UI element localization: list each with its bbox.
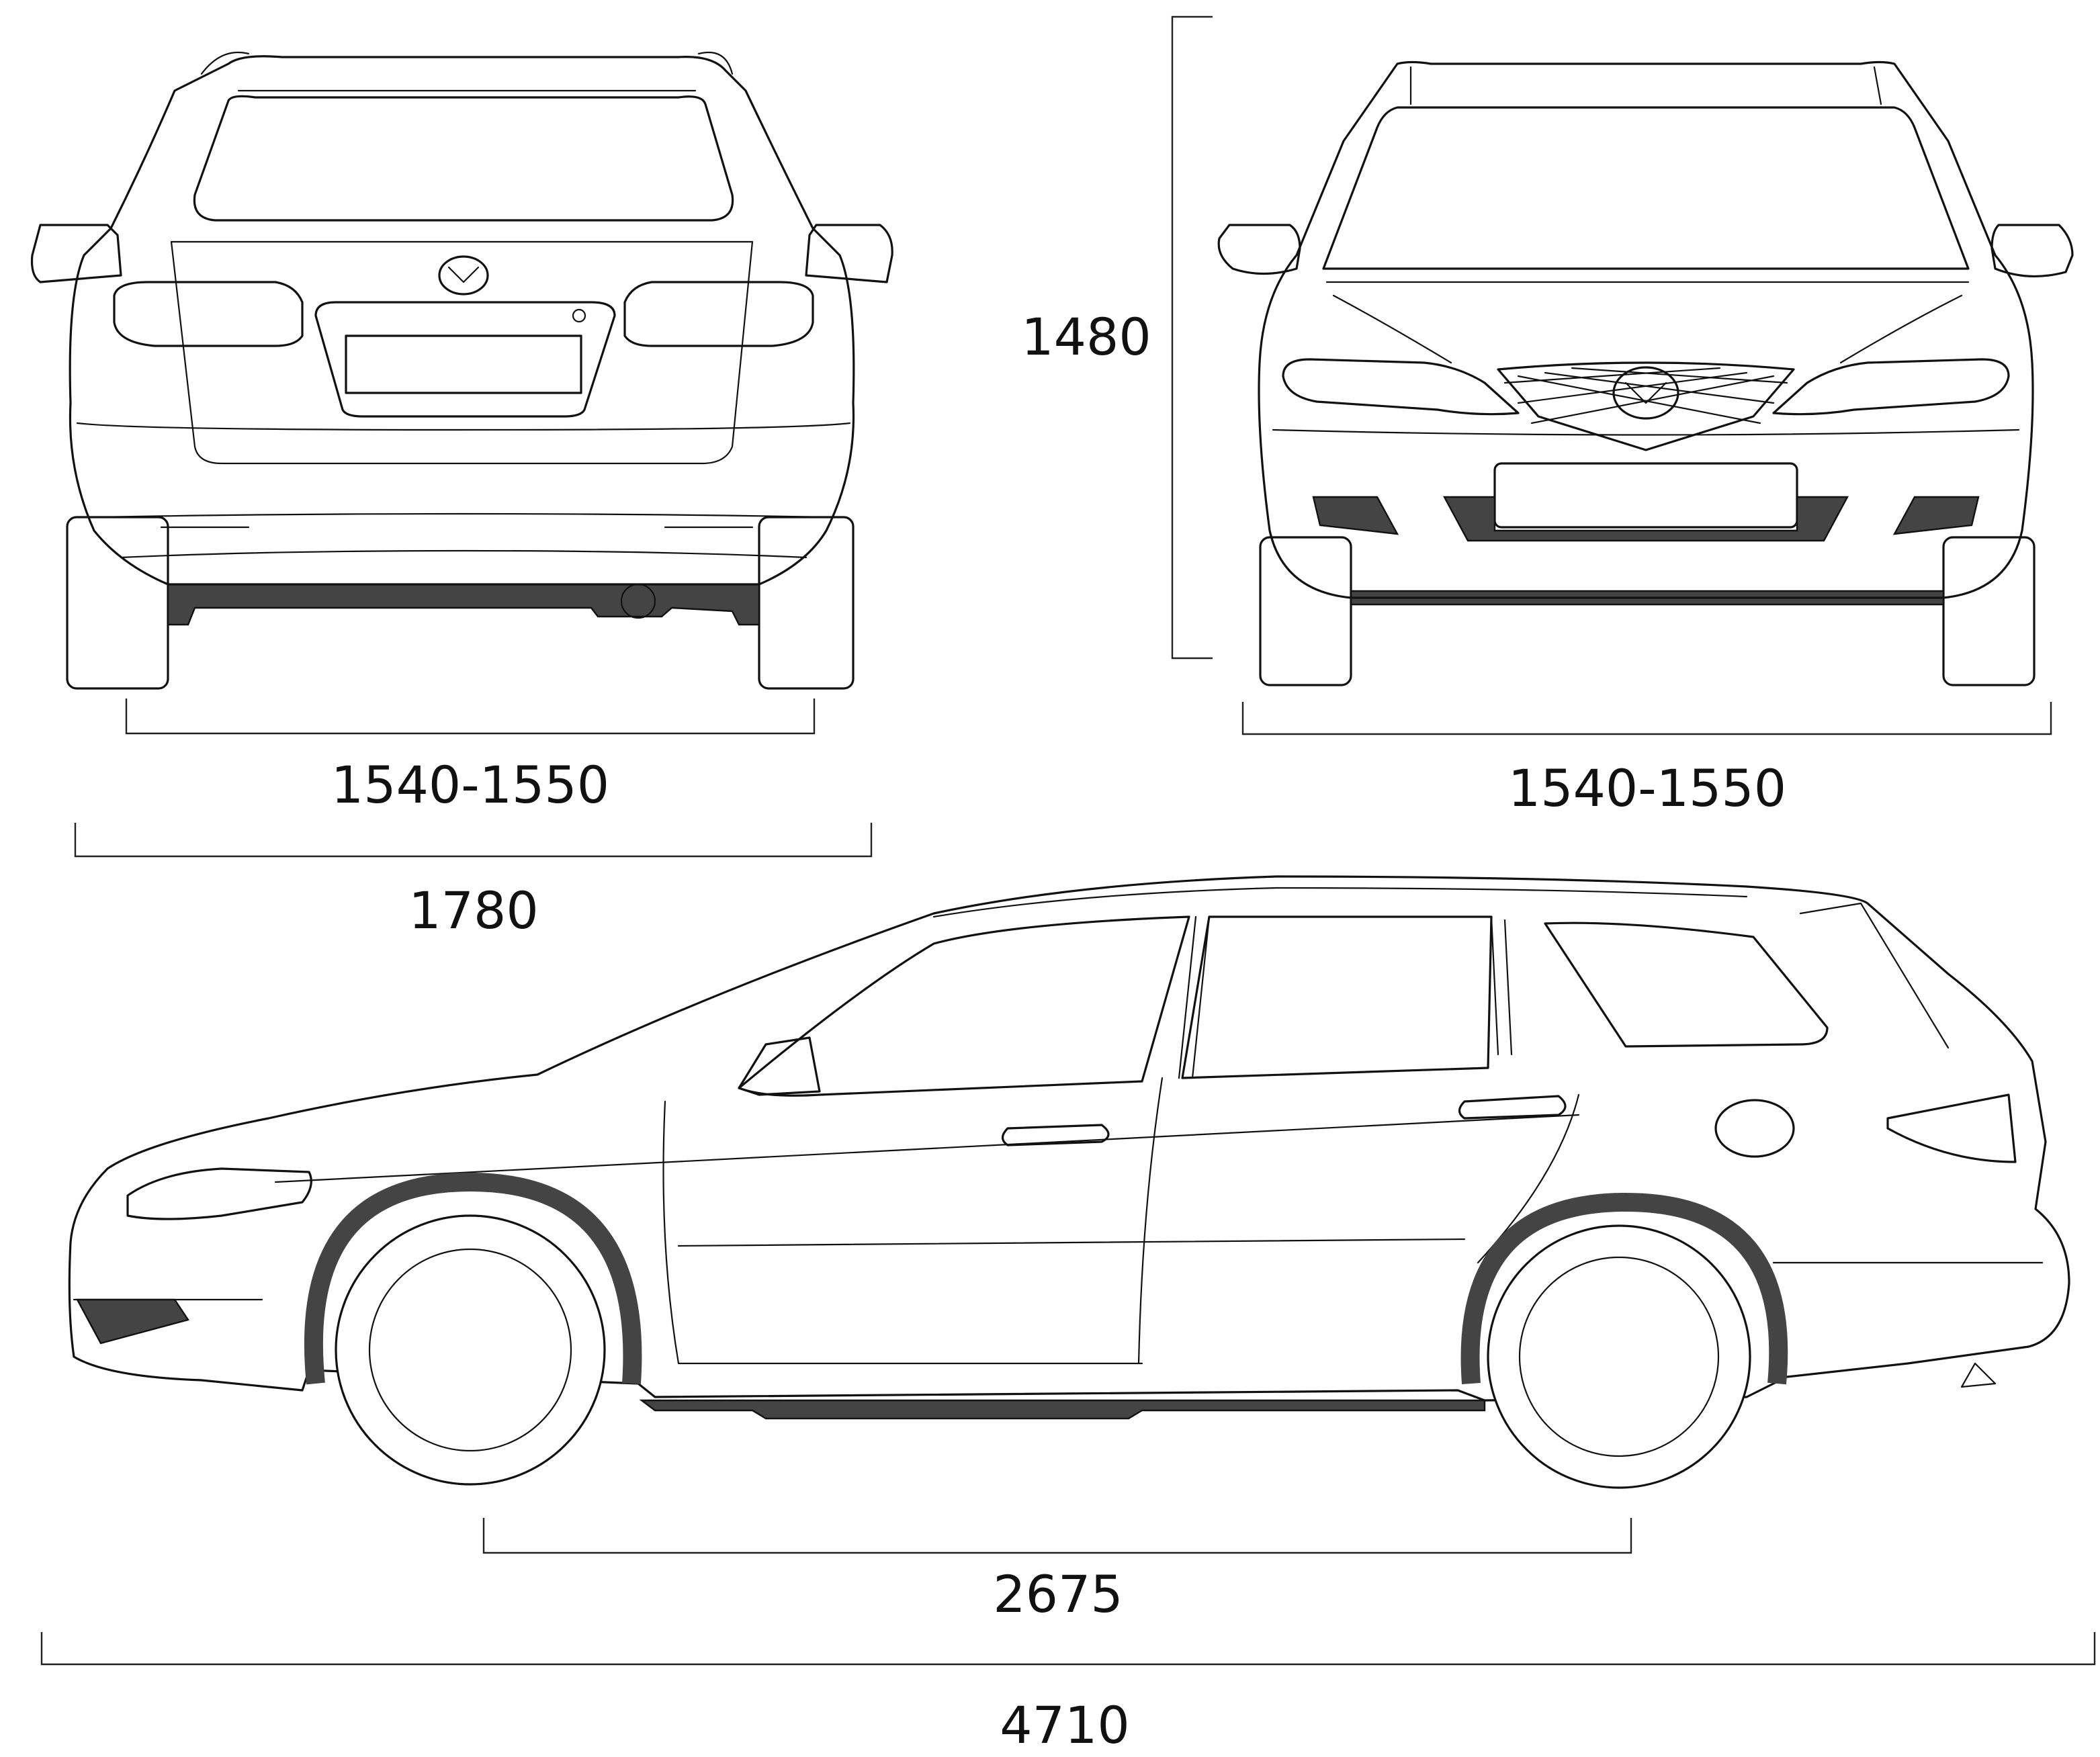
front-wheel-rim [368, 1248, 572, 1452]
rear-roof-rail-left [200, 51, 250, 75]
rear-track-bracket [125, 699, 816, 735]
side-mirror [738, 1036, 821, 1096]
rear-track-label: 1540-1550 [331, 755, 609, 815]
rear-badge-mark [447, 266, 480, 283]
side-sill [639, 1399, 1486, 1420]
front-track-label: 1540-1550 [1508, 758, 1786, 818]
overall-width-bracket [74, 823, 873, 858]
front-license-plate [1493, 462, 1798, 529]
tail-light-left [113, 281, 304, 347]
beltline [274, 1114, 1580, 1183]
overall-width-label: 1780 [408, 881, 538, 940]
front-right-tyre [1942, 536, 2036, 686]
headlight-right [1772, 358, 2010, 416]
rear-bumper-lower [120, 549, 807, 559]
rear-window [193, 95, 734, 222]
lower-air-intake [1442, 496, 1849, 542]
wheelbase-label: 2675 [993, 1564, 1123, 1624]
fog-lamp-left [1312, 496, 1399, 535]
hood-crease-right [1839, 294, 1963, 364]
rear-lock [572, 308, 586, 323]
front-door-handle [1001, 1124, 1110, 1146]
front-view [1217, 60, 2074, 686]
fuel-flap [1714, 1099, 1795, 1158]
side-view [68, 875, 2070, 1489]
rear-bumper-line [99, 512, 828, 519]
b-pillar [1178, 915, 1211, 1079]
front-roof-rail-right [1873, 66, 1882, 105]
front-body-outline [1258, 60, 2034, 599]
front-grille [1497, 361, 1795, 451]
front-mirror-right [1990, 224, 2074, 278]
wheelbase-bracket [482, 1518, 1632, 1554]
overall-length-label: 4710 [1000, 1695, 1129, 1754]
front-brand-badge [1612, 366, 1679, 420]
rear-right-tyre [758, 516, 855, 690]
front-wheel-tyre [335, 1214, 606, 1486]
d-pillar [1799, 902, 1950, 1049]
tailgate [170, 240, 754, 465]
rear-body-outline [69, 55, 855, 586]
c-pillar [1490, 915, 1513, 1056]
front-track-bracket [1241, 702, 2052, 735]
tail-light-right [623, 281, 814, 347]
side-headlight [126, 1167, 312, 1220]
headlight-left [1282, 358, 1520, 416]
overall-height-label: 1480 [1021, 307, 1151, 367]
rear-mirror-left [30, 224, 122, 283]
windscreen [1322, 106, 1970, 270]
rear-door-window [1181, 915, 1493, 1079]
roof-rail [932, 887, 1748, 918]
rear-wheel-arch [1460, 1192, 1788, 1385]
rear-wheel-tyre [1487, 1224, 1751, 1489]
rear-plate-recess [314, 301, 616, 418]
rear-left-tyre [66, 516, 169, 690]
side-moulding [677, 1238, 1466, 1247]
hood-crease-left [1332, 294, 1452, 364]
grille-mesh [1503, 367, 1788, 424]
side-tail-light [1886, 1093, 2017, 1163]
front-door-outline [662, 1100, 1143, 1365]
front-left-tyre [1259, 536, 1352, 686]
front-bumper-line [1272, 429, 2020, 436]
rear-roof-rail-right [697, 51, 734, 75]
rear-wheel-rim [1518, 1256, 1720, 1457]
rear-view [30, 51, 893, 690]
rear-license-plate [345, 334, 582, 394]
fog-lamp-right [1892, 496, 1980, 535]
rear-bumper-top [76, 422, 851, 431]
side-fog-lamp [75, 1298, 189, 1345]
side-body-outline [68, 875, 2070, 1402]
rear-brand-badge [438, 255, 489, 296]
rear-underbody [167, 583, 760, 626]
front-door-window [738, 915, 1190, 1097]
front-wheel-arch [304, 1172, 642, 1385]
rear-mirror-right [805, 224, 893, 283]
exhaust-tip [1960, 1362, 1997, 1388]
front-mirror-left [1217, 224, 1301, 275]
rear-door-handle [1458, 1095, 1567, 1120]
quarter-window [1544, 921, 1829, 1048]
front-badge-mark [1624, 381, 1667, 404]
overall-height-bracket [1171, 15, 1213, 660]
overall-length-bracket [40, 1632, 2096, 1666]
